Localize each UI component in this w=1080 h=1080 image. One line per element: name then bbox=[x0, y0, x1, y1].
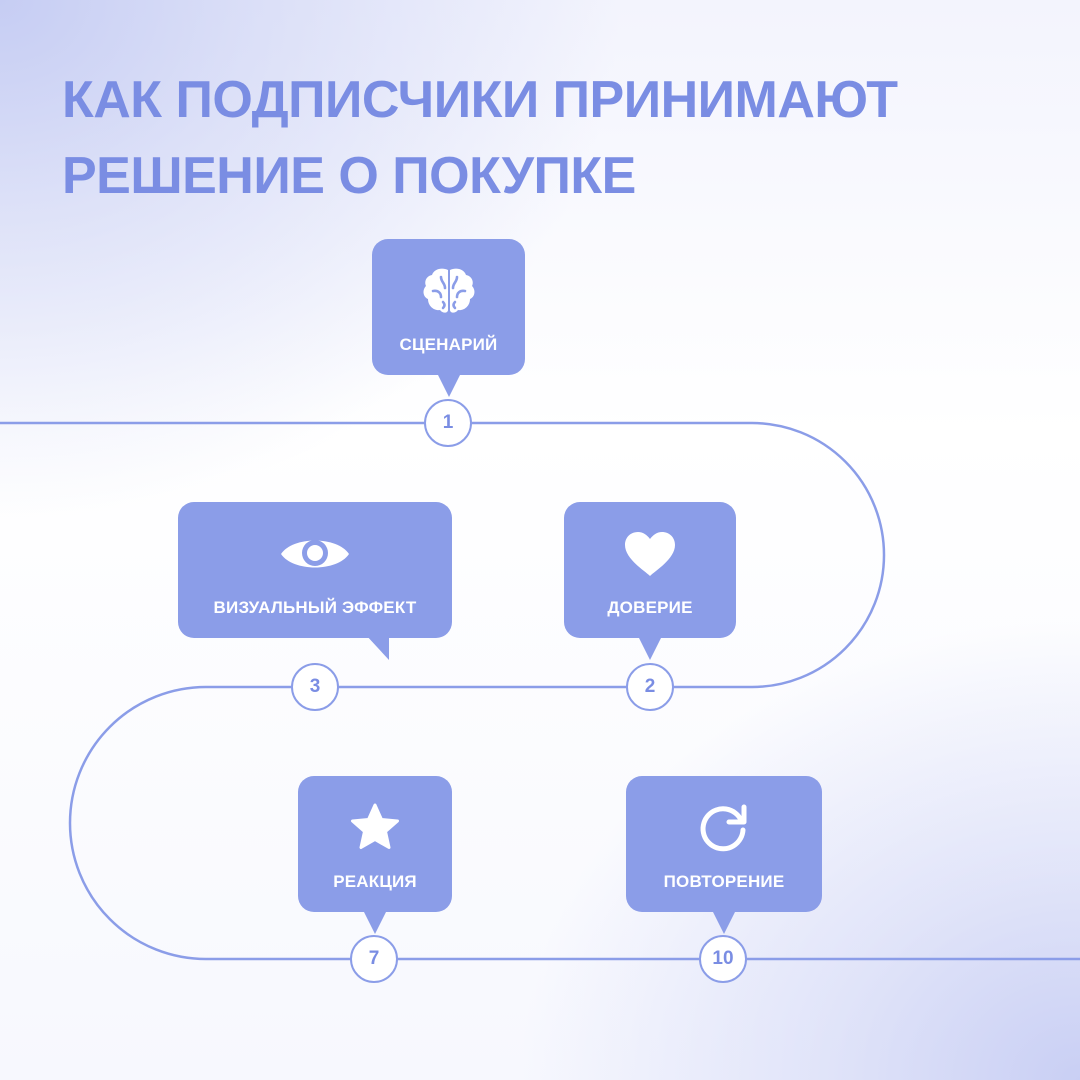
heart-icon bbox=[564, 526, 736, 582]
step-card-reaction: РЕАКЦИЯ bbox=[298, 776, 452, 934]
journey-path-line bbox=[0, 421, 1080, 961]
refresh-icon bbox=[626, 800, 822, 856]
step-number-7: 7 bbox=[350, 935, 398, 983]
step-number-1: 1 bbox=[424, 399, 472, 447]
star-icon bbox=[298, 800, 452, 856]
page-title: КАК ПОДПИСЧИКИ ПРИНИМАЮТ РЕШЕНИЕ О ПОКУП… bbox=[62, 62, 1022, 214]
step-label-trust: ДОВЕРИЕ bbox=[607, 598, 693, 617]
step-number-2: 2 bbox=[626, 663, 674, 711]
step-label-repeat: ПОВТОРЕНИЕ bbox=[663, 872, 785, 891]
step-card-visual-effect: ВИЗУАЛЬНЫЙ ЭФФЕКТ bbox=[178, 502, 452, 660]
title-line-1: КАК ПОДПИСЧИКИ ПРИНИМАЮТ bbox=[62, 71, 898, 129]
step-number-3: 3 bbox=[291, 663, 339, 711]
step-card-trust: ДОВЕРИЕ bbox=[564, 502, 736, 660]
step-card-scenario: СЦЕНАРИЙ bbox=[372, 239, 525, 397]
step-label-scenario: СЦЕНАРИЙ bbox=[399, 335, 498, 354]
brain-icon bbox=[372, 263, 525, 319]
step-number-10: 10 bbox=[699, 935, 747, 983]
step-label-reaction: РЕАКЦИЯ bbox=[333, 872, 417, 891]
title-line-2: РЕШЕНИЕ О ПОКУПКЕ bbox=[62, 147, 636, 205]
eye-icon bbox=[178, 526, 452, 582]
step-label-visual-effect: ВИЗУАЛЬНЫЙ ЭФФЕКТ bbox=[213, 598, 417, 617]
step-card-repeat: ПОВТОРЕНИЕ bbox=[626, 776, 822, 934]
